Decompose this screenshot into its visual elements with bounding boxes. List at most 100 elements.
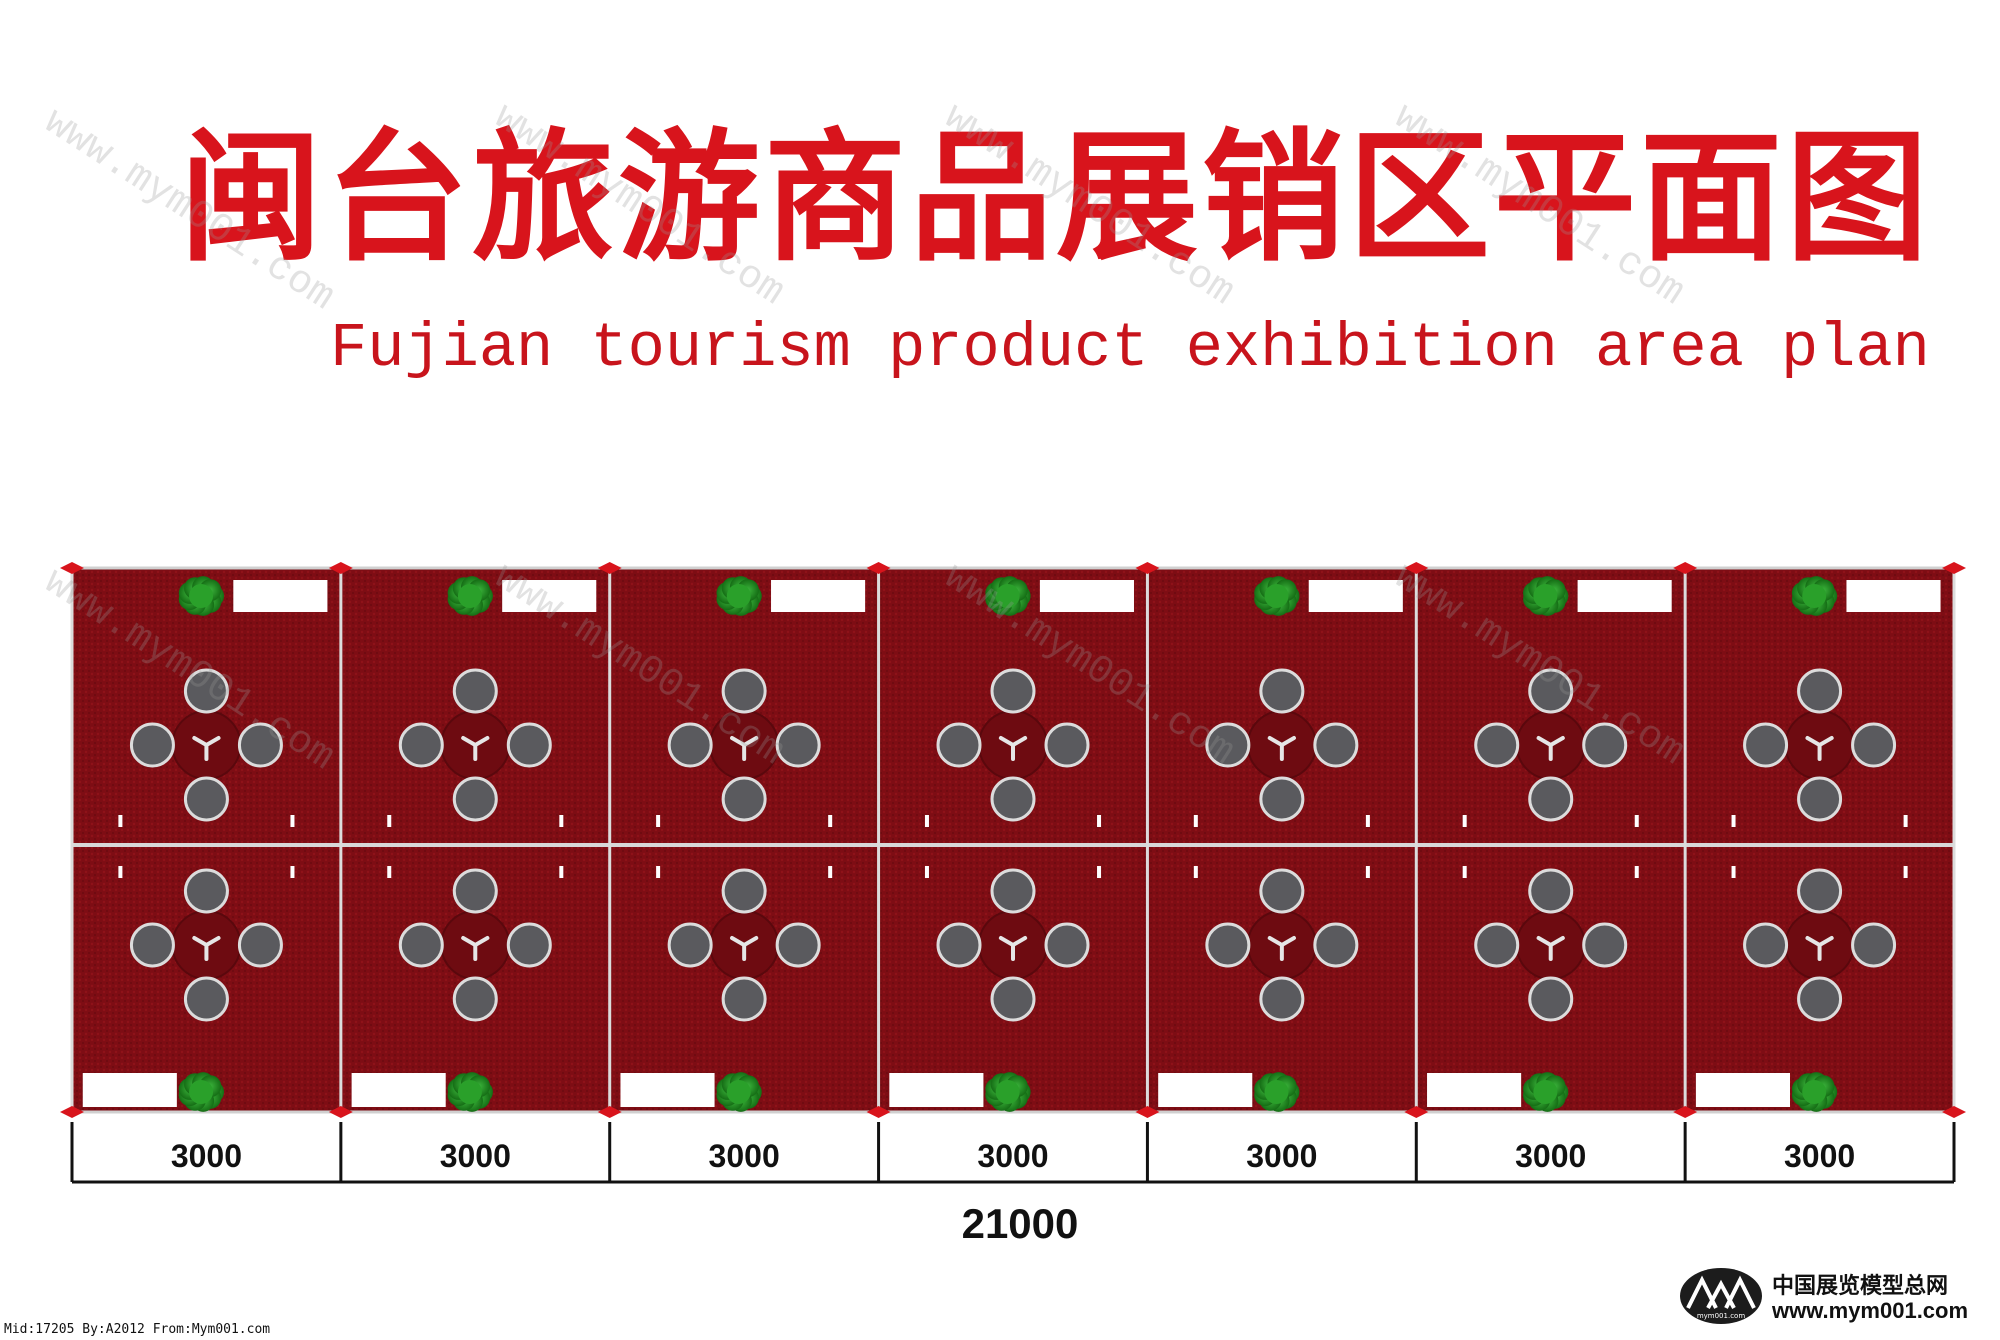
chair <box>452 868 498 914</box>
corner-marker <box>597 562 622 574</box>
plan-outline <box>70 566 1956 1114</box>
plant-icon <box>1791 1072 1838 1112</box>
chair <box>1851 722 1897 768</box>
chair <box>237 722 283 768</box>
corner-marker <box>1135 1106 1160 1118</box>
booth-top-counter <box>1039 580 1134 612</box>
plant-icon <box>716 576 762 616</box>
booth-width-label: 3000 <box>1783 1138 1856 1174</box>
chair <box>721 868 767 914</box>
chair <box>506 922 552 968</box>
booth-width-label: 3000 <box>977 1138 1049 1174</box>
corner-marker <box>328 562 353 574</box>
table-set-top <box>398 668 552 822</box>
table-set-top <box>667 668 821 822</box>
chair <box>1259 868 1305 914</box>
chair <box>1259 776 1305 822</box>
light-marker <box>1097 815 1102 827</box>
booth-top-counter <box>502 580 597 612</box>
chair <box>1851 922 1897 968</box>
plant-icon <box>985 576 1031 616</box>
booth-width-label: 3000 <box>170 1138 243 1174</box>
light-marker <box>924 815 929 827</box>
corner-marker <box>60 562 84 574</box>
booth-bottom-counter <box>1158 1073 1253 1107</box>
plant-icon <box>1791 576 1838 616</box>
light-marker <box>1731 866 1736 878</box>
chair <box>990 776 1036 822</box>
corner-marker <box>597 1106 622 1118</box>
chair <box>1797 976 1843 1022</box>
chair <box>936 722 982 768</box>
plant-icon <box>178 1072 225 1112</box>
booth-width-label: 3000 <box>1246 1138 1318 1174</box>
chair <box>1205 722 1251 768</box>
light-marker <box>1462 815 1467 827</box>
chair <box>1044 722 1090 768</box>
light-marker <box>1731 815 1736 827</box>
light-marker <box>290 866 295 878</box>
chair <box>1205 922 1251 968</box>
light-marker <box>1903 866 1908 878</box>
booth-width-label: 3000 <box>439 1138 511 1174</box>
light-marker <box>1634 815 1639 827</box>
light-marker <box>1365 866 1370 878</box>
dimension-lines <box>70 1122 1956 1184</box>
chair <box>452 668 498 714</box>
brand-logo-icon: mym001.com <box>1680 1268 1762 1324</box>
chair <box>1044 922 1090 968</box>
table-set-top <box>936 668 1090 822</box>
corner-marker <box>60 1106 84 1118</box>
corner-marker <box>1673 562 1698 574</box>
chair <box>990 868 1036 914</box>
booth-bottom-counter <box>889 1073 984 1107</box>
table-set-bottom <box>1743 868 1897 1022</box>
corner-marker <box>1942 562 1966 574</box>
table-set-bottom <box>936 868 1090 1022</box>
chair <box>183 868 229 914</box>
chair <box>775 922 821 968</box>
booth-top-counter <box>1308 580 1403 612</box>
chair <box>1313 922 1359 968</box>
chair <box>990 668 1036 714</box>
booth-top-counter <box>771 580 866 612</box>
booth-top-counter <box>1577 580 1672 612</box>
booth-width-label: 3000 <box>708 1138 780 1174</box>
chair <box>183 976 229 1022</box>
brand-logo-text: mym001.com <box>1697 1312 1745 1320</box>
light-marker <box>656 815 661 827</box>
light-marker <box>559 815 564 827</box>
plant-icon <box>178 576 225 616</box>
table-set-top <box>1743 668 1897 822</box>
plant-icon <box>447 1072 493 1112</box>
chair <box>721 668 767 714</box>
chair <box>183 776 229 822</box>
light-marker <box>290 815 295 827</box>
chair <box>398 722 444 768</box>
light-marker <box>828 866 833 878</box>
light-marker <box>118 815 123 827</box>
chair <box>1528 868 1574 914</box>
plant-icon <box>1254 576 1300 616</box>
table-set-bottom <box>1474 868 1628 1022</box>
plant-icon <box>1523 1072 1569 1112</box>
chair <box>1797 668 1843 714</box>
light-marker <box>1097 866 1102 878</box>
booth-width-label: 3000 <box>1515 1138 1587 1174</box>
light-marker <box>387 815 392 827</box>
chair <box>1743 722 1789 768</box>
chair <box>237 922 283 968</box>
plant-icon <box>716 1072 762 1112</box>
chair <box>721 776 767 822</box>
light-marker <box>1634 866 1639 878</box>
table-set-top <box>129 668 283 822</box>
corner-marker <box>1404 1106 1429 1118</box>
light-marker <box>118 866 123 878</box>
corner-marker <box>866 1106 891 1118</box>
chair <box>667 722 713 768</box>
light-marker <box>559 866 564 878</box>
light-marker <box>1903 815 1908 827</box>
chair <box>129 922 175 968</box>
chair <box>452 976 498 1022</box>
